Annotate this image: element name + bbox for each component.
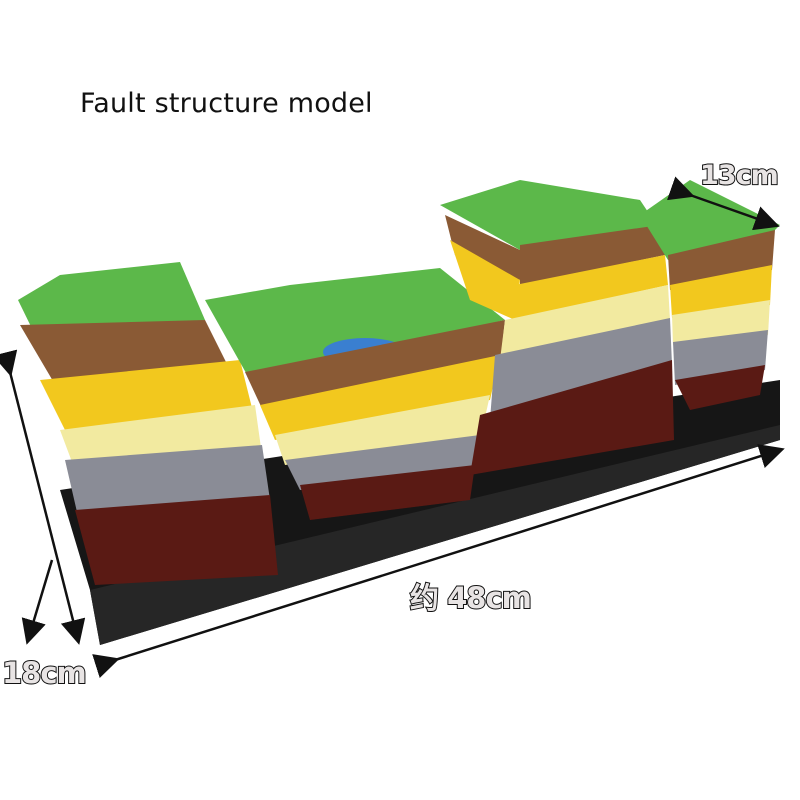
dimension-arrows: [0, 176, 785, 678]
block-right-tall: [440, 180, 674, 475]
width-arrow: [666, 176, 780, 231]
height-arrow: [0, 349, 86, 645]
length-label: 约 48cm: [409, 580, 533, 616]
length-arrow: [92, 444, 785, 678]
height-label: 18cm: [1, 655, 88, 691]
product-title: Fault structure model: [80, 88, 373, 119]
height-depth-arrow: [21, 559, 54, 645]
width-label: 13cm: [699, 159, 780, 192]
